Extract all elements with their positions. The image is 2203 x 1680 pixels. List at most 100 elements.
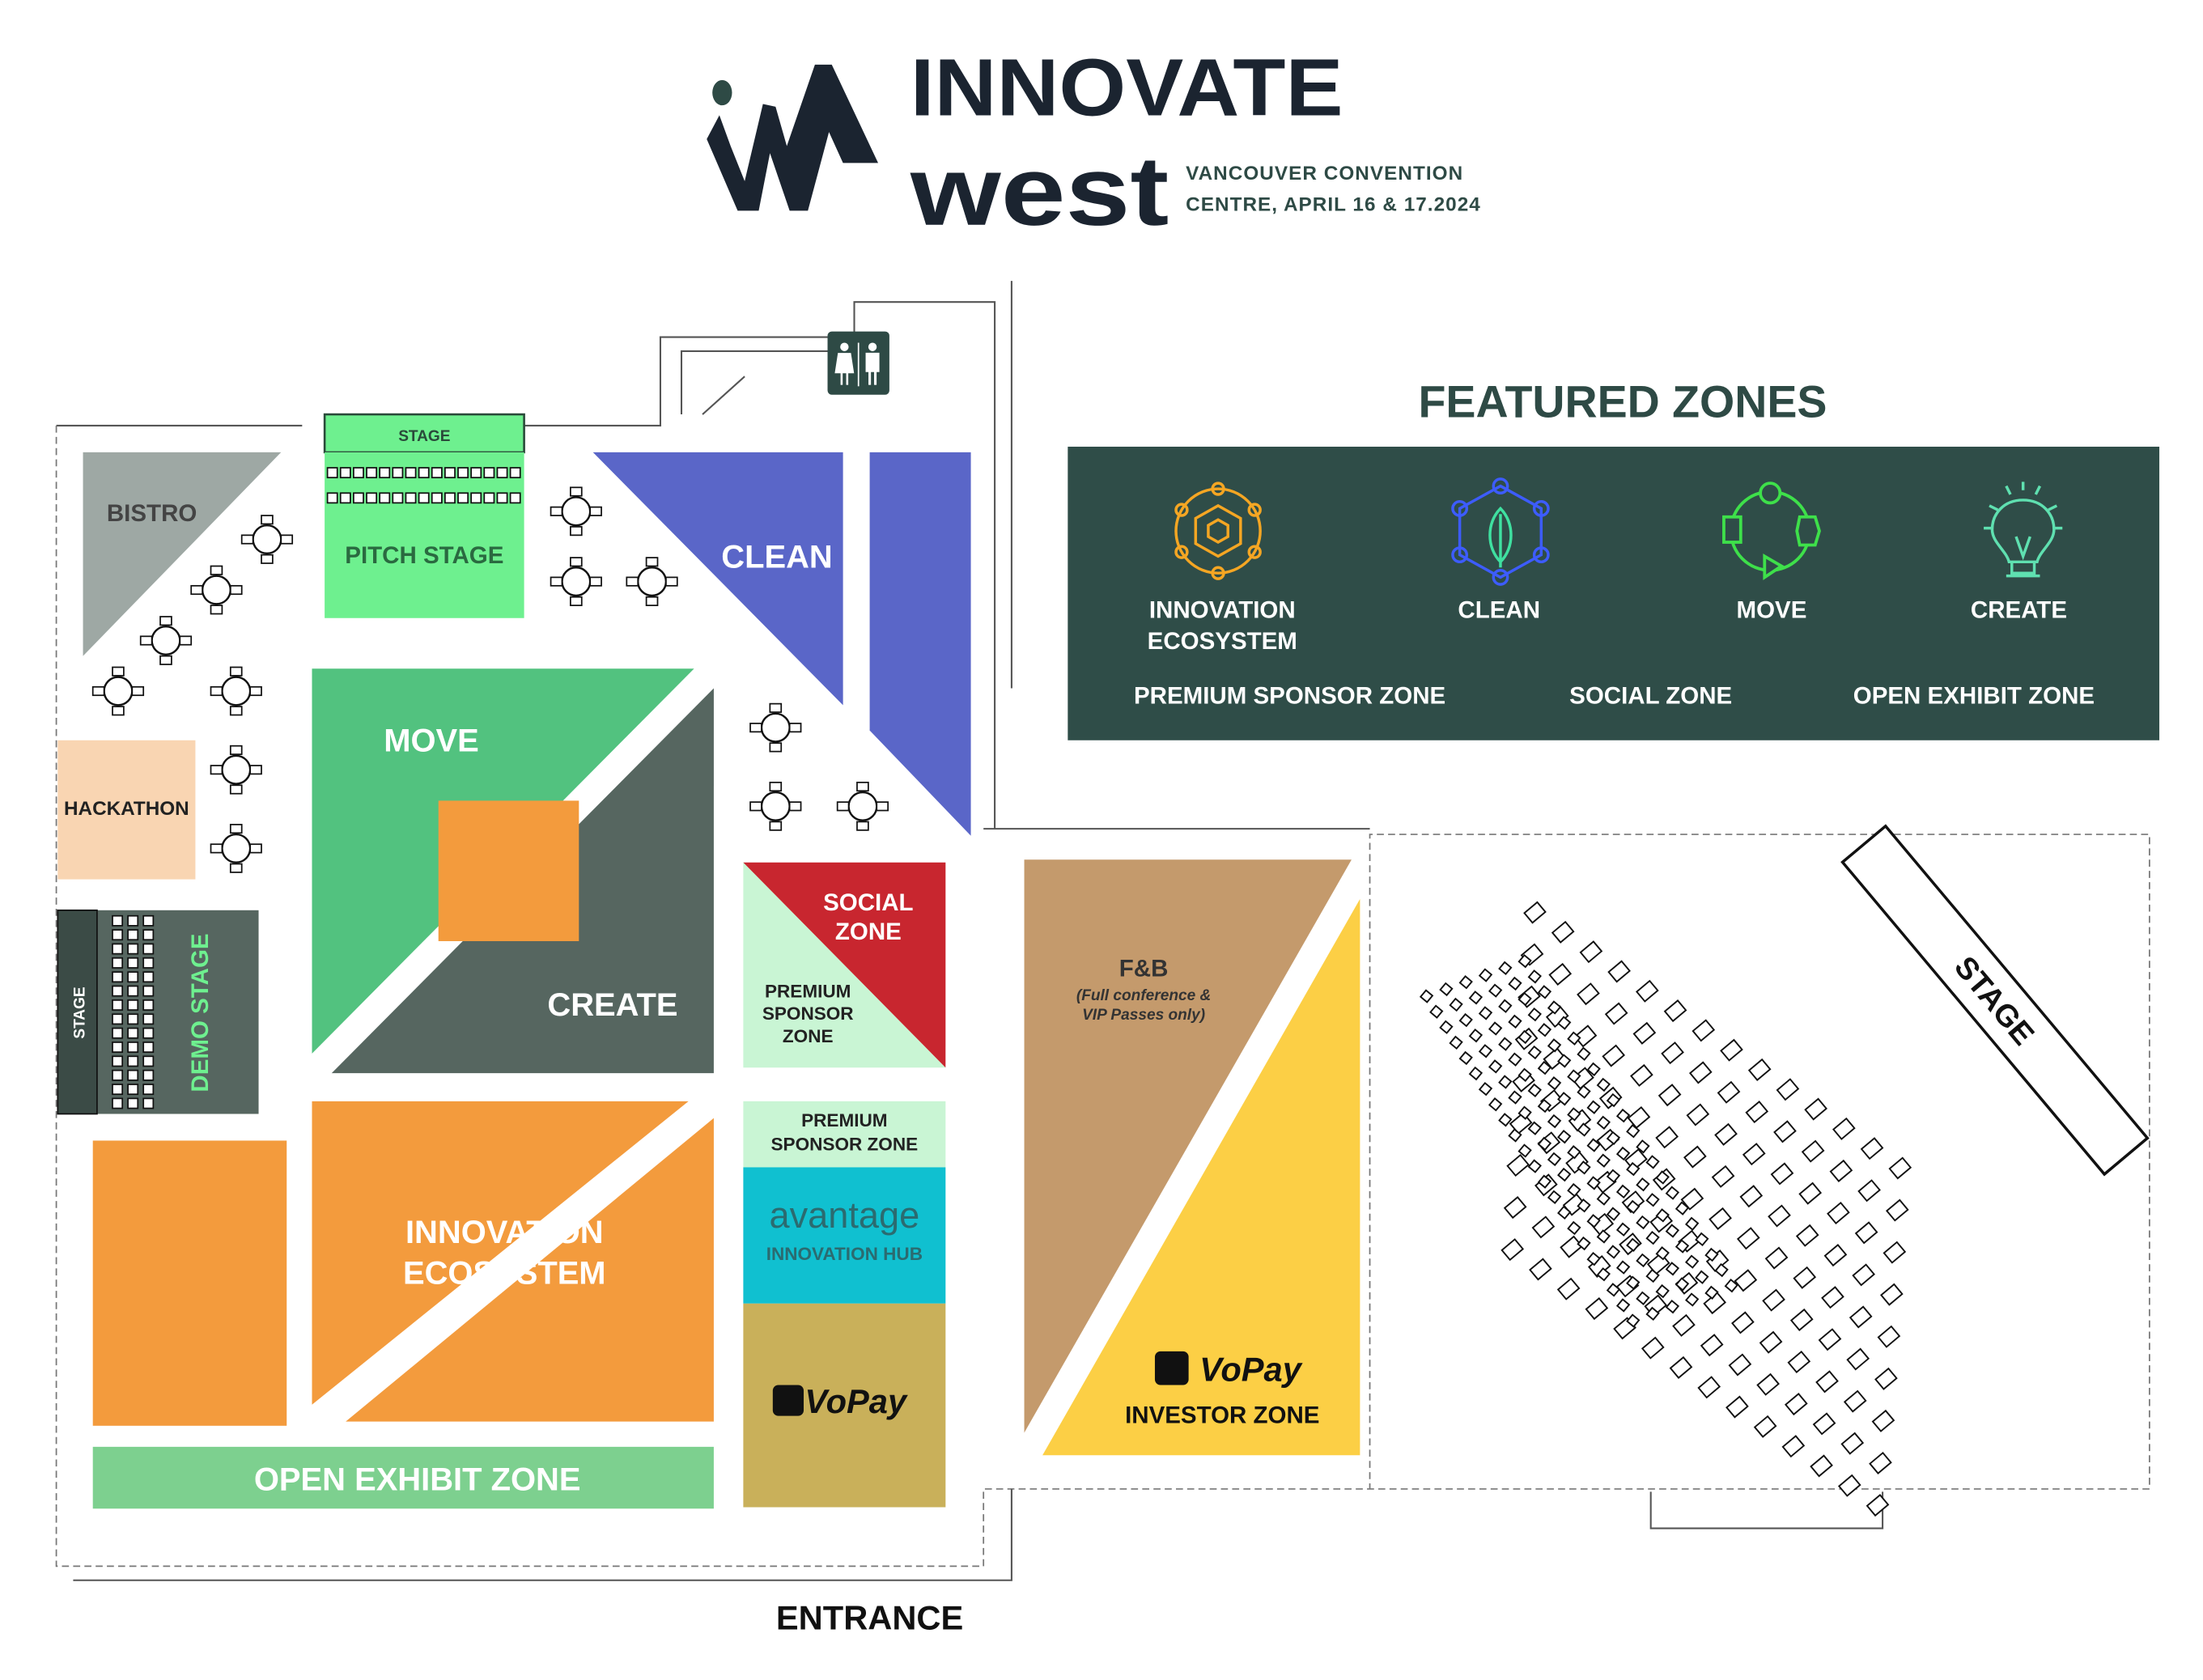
bistro-zone[interactable] bbox=[83, 452, 282, 656]
demo-stage-platform bbox=[57, 909, 98, 1115]
innovation-ecosystem-zone-left[interactable] bbox=[92, 1140, 287, 1426]
seat bbox=[1645, 1230, 1660, 1245]
seat bbox=[1596, 1229, 1611, 1244]
seat bbox=[112, 1084, 124, 1096]
seat bbox=[1602, 1044, 1626, 1067]
premium-sponsor-zone-b[interactable] bbox=[743, 1101, 946, 1168]
seat bbox=[1675, 1239, 1690, 1254]
seat bbox=[142, 1055, 155, 1067]
seat bbox=[1596, 1115, 1611, 1130]
social-zone[interactable] bbox=[743, 862, 946, 1068]
seat bbox=[1684, 1254, 1700, 1269]
seat bbox=[1655, 1170, 1670, 1185]
seat bbox=[1567, 1220, 1581, 1236]
seat bbox=[112, 1013, 124, 1025]
seat bbox=[1684, 1292, 1700, 1307]
event-dates: CENTRE, APRIL 16 & 17.2024 bbox=[1186, 193, 1481, 215]
seat bbox=[326, 492, 338, 504]
logo-west: west bbox=[910, 136, 1169, 246]
featured-zones-panel bbox=[1068, 446, 2160, 740]
hackathon-zone[interactable] bbox=[57, 740, 196, 880]
seat bbox=[127, 1097, 139, 1109]
seat bbox=[1606, 1245, 1621, 1259]
seat bbox=[1655, 1126, 1679, 1149]
avantage-logo: avantage bbox=[770, 1194, 920, 1236]
seat bbox=[392, 467, 404, 479]
seat bbox=[142, 1013, 155, 1025]
auditorium-seating bbox=[1419, 901, 1912, 1517]
logo: INNOVATE west VANCOUVER CONVENTION CENTR… bbox=[707, 42, 1481, 246]
featured-label-ecosystem: ECOSYSTEM bbox=[1148, 628, 1297, 655]
seat bbox=[1606, 1169, 1621, 1183]
clean-zone-strip[interactable] bbox=[869, 452, 971, 836]
seat bbox=[339, 492, 351, 504]
round-table bbox=[550, 557, 602, 606]
seat bbox=[1818, 1328, 1842, 1351]
seat bbox=[1517, 1143, 1532, 1158]
seat bbox=[379, 467, 391, 479]
round-table bbox=[550, 486, 602, 537]
seat bbox=[326, 467, 338, 479]
seat bbox=[1753, 1415, 1777, 1438]
seat bbox=[1823, 1244, 1848, 1267]
seat bbox=[1596, 1077, 1611, 1092]
seat bbox=[1627, 1105, 1651, 1129]
seat bbox=[1645, 1306, 1660, 1322]
seat bbox=[1745, 1101, 1769, 1124]
seat bbox=[1527, 1121, 1542, 1135]
seat bbox=[112, 957, 124, 969]
demo-stage-small-label: STAGE bbox=[71, 986, 88, 1038]
seat bbox=[1567, 1107, 1581, 1122]
seat bbox=[1547, 1076, 1562, 1091]
main-stage[interactable] bbox=[1840, 824, 2150, 1177]
innovation-ecosystem-zone-b[interactable] bbox=[346, 1118, 714, 1422]
seat bbox=[1636, 1291, 1650, 1305]
seat bbox=[1548, 962, 1573, 986]
seat bbox=[1871, 1409, 1895, 1432]
featured-label-move: MOVE bbox=[1737, 597, 1807, 624]
seat bbox=[1508, 1090, 1522, 1105]
investor-zone[interactable] bbox=[1042, 898, 1360, 1456]
featured-label-create: CREATE bbox=[1971, 597, 2067, 624]
seat bbox=[1551, 920, 1575, 944]
seat bbox=[1449, 997, 1463, 1012]
seat bbox=[379, 492, 391, 504]
open-exhibit-zone[interactable] bbox=[92, 1446, 714, 1509]
fb-zone[interactable] bbox=[1024, 859, 1352, 1433]
seat bbox=[1759, 1330, 1783, 1354]
pitch-stage-zone[interactable] bbox=[325, 452, 524, 618]
seat bbox=[1768, 1204, 1791, 1228]
lightbulb-icon bbox=[1984, 482, 2063, 578]
seat bbox=[1663, 999, 1687, 1023]
premium-a-label-3: ZONE bbox=[783, 1026, 834, 1046]
seat bbox=[1725, 1395, 1749, 1419]
seat bbox=[366, 467, 378, 479]
seat bbox=[470, 467, 482, 479]
seat bbox=[1793, 1266, 1817, 1289]
seat bbox=[142, 985, 155, 997]
seat bbox=[1615, 1222, 1631, 1237]
seat bbox=[1714, 1262, 1729, 1278]
avantage-innovation-hub[interactable] bbox=[743, 1167, 946, 1304]
seat bbox=[1840, 1432, 1865, 1455]
network-hexagon-icon bbox=[1174, 482, 1262, 580]
seat bbox=[1708, 1207, 1732, 1230]
logo-mark-icon bbox=[707, 64, 879, 211]
seat bbox=[457, 492, 469, 504]
seat bbox=[1832, 1117, 1856, 1140]
seat bbox=[1439, 982, 1454, 997]
clean-label: CLEAN bbox=[721, 539, 832, 575]
restroom-icon bbox=[827, 331, 889, 395]
seat bbox=[1880, 1283, 1904, 1306]
seat bbox=[1645, 1155, 1660, 1169]
round-tables bbox=[91, 486, 889, 873]
seat bbox=[1770, 1162, 1794, 1186]
seat bbox=[1804, 1097, 1827, 1121]
seat bbox=[1577, 1236, 1591, 1251]
seat bbox=[1626, 1313, 1641, 1328]
seat bbox=[1560, 1235, 1583, 1258]
move-create-center-booth[interactable] bbox=[438, 800, 579, 941]
seat bbox=[1506, 1153, 1530, 1177]
round-table bbox=[210, 666, 262, 716]
seat bbox=[1854, 1221, 1878, 1245]
